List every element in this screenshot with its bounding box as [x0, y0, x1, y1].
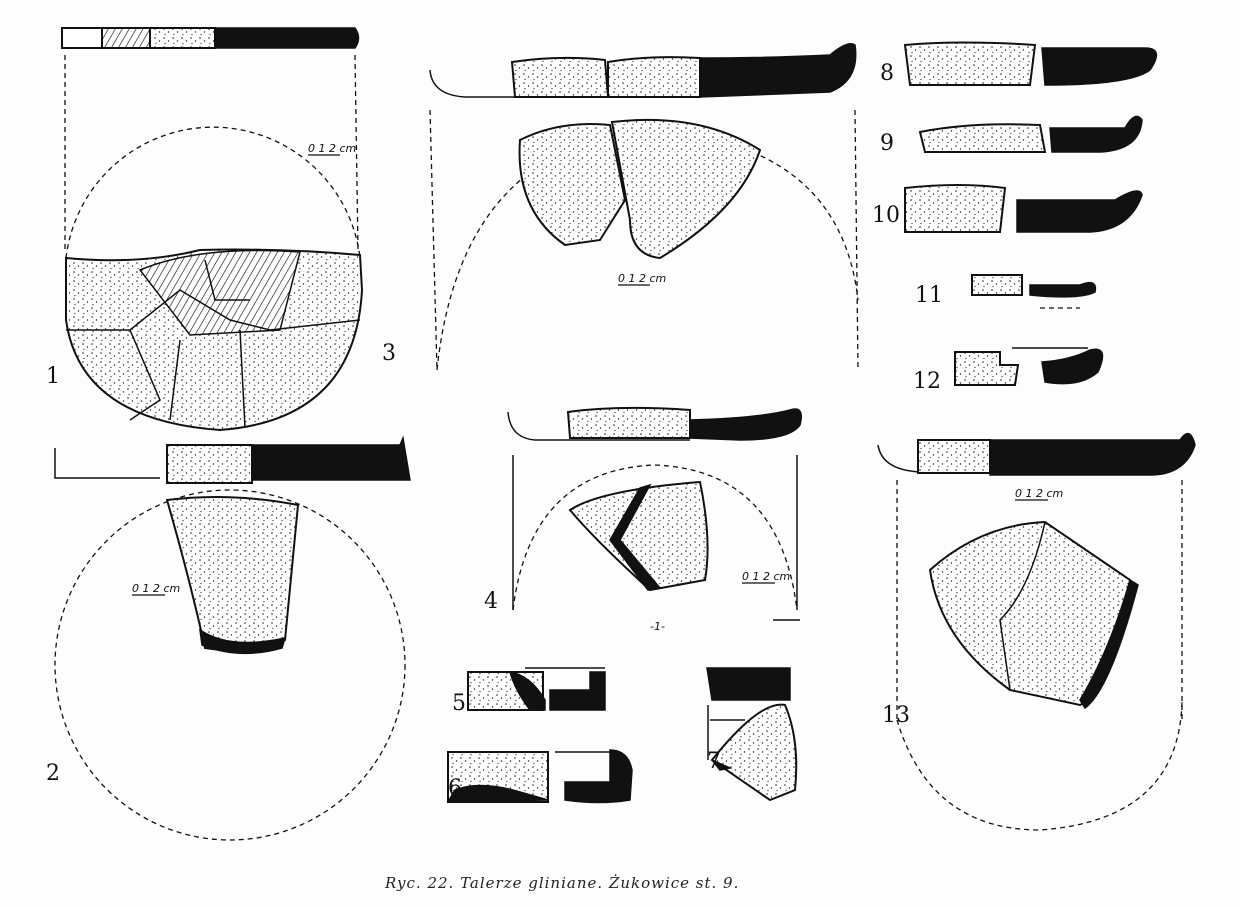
- item-label-1: 1: [46, 364, 60, 389]
- plate-1: [61, 27, 364, 432]
- plate-11: [971, 274, 1097, 309]
- item-label-5: 5: [452, 691, 466, 716]
- plate-13: [877, 432, 1196, 831]
- sub-label-4: -1-: [650, 620, 665, 633]
- plate-7: [706, 667, 798, 802]
- scale-bar-1: 0 1 2 cm: [308, 142, 356, 155]
- figure-caption: Ryc. 22. Talerze gliniane. Żukowice st. …: [384, 874, 739, 892]
- plate-3: [429, 43, 859, 371]
- item-label-8: 8: [880, 61, 894, 86]
- item-label-11: 11: [915, 283, 943, 308]
- plate-10: [904, 184, 1143, 233]
- item-label-13: 13: [882, 703, 910, 728]
- plate-12: [954, 347, 1104, 386]
- item-label-7: 7: [707, 749, 721, 774]
- plate-2: [54, 435, 411, 841]
- item-label-4: 4: [484, 589, 498, 614]
- scale-bar-13: 0 1 2 cm: [1015, 487, 1063, 500]
- plate-6: [446, 749, 633, 804]
- scale-bar-2: 0 1 2 cm: [132, 582, 180, 595]
- scale-bar-3: 0 1 2 cm: [618, 272, 666, 285]
- item-label-10: 10: [872, 203, 900, 228]
- item-label-9: 9: [880, 131, 894, 156]
- item-label-2: 2: [46, 761, 60, 786]
- item-label-6: 6: [448, 776, 462, 801]
- plate-8: [903, 41, 1158, 86]
- plate-4: [507, 406, 802, 621]
- scale-bar-4: 0 1 2 cm: [742, 570, 790, 583]
- item-label-3: 3: [382, 341, 396, 366]
- plate-5: [467, 667, 606, 711]
- item-label-12: 12: [913, 369, 941, 394]
- plate-9: [918, 115, 1143, 153]
